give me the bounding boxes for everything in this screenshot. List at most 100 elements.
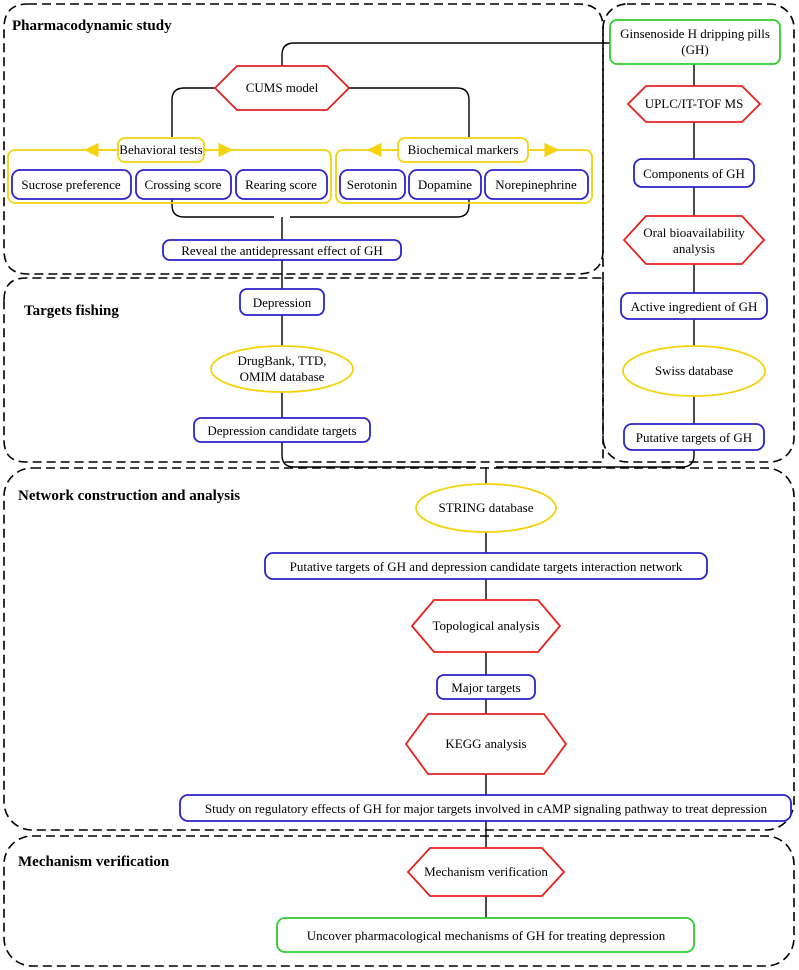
section-title-targets-fishing: Targets fishing — [24, 303, 119, 319]
label-line: STRING database — [439, 500, 534, 515]
serotonin-node — [339, 169, 406, 200]
kegg-analysis-node — [404, 713, 568, 775]
candidates-label: Depression candidate targets — [207, 423, 356, 438]
drugbank-label: DrugBank, TTD,OMIM database — [238, 353, 327, 384]
rearing-label: Rearing score — [245, 177, 317, 192]
norepinephrine-label: Norepinephrine — [495, 177, 577, 192]
network-label: Putative targets of GH and depression ca… — [290, 559, 683, 574]
active-ingredient-node — [620, 292, 768, 320]
label-line: (GH) — [681, 42, 708, 57]
sucrose-label: Sucrose preference — [21, 177, 120, 192]
topological-analysis-node — [410, 599, 562, 653]
crossing-label: Crossing score — [145, 177, 222, 192]
behavioral-tests-node — [117, 137, 205, 163]
reveal-antidepressant-node — [162, 239, 402, 261]
label-line: Depression candidate targets — [207, 423, 356, 438]
biochemical-label: Biochemical markers — [408, 142, 519, 157]
kegg-label: KEGG analysis — [445, 736, 526, 751]
major-label: Major targets — [451, 680, 520, 695]
components-label: Components of GH — [643, 166, 745, 181]
mechanism-verification-node — [406, 847, 566, 897]
swiss-label: Swiss database — [655, 363, 734, 378]
interaction-network-node — [264, 552, 708, 580]
uncover-mechanisms-node — [276, 917, 695, 953]
node-shapes — [11, 19, 792, 953]
putative-targets-node — [623, 423, 765, 451]
label-line: Mechanism verification — [424, 864, 548, 879]
section-title-pharmacodynamic: Pharmacodynamic study — [12, 18, 172, 34]
components-of-gh-node — [633, 158, 755, 188]
active-label: Active ingredient of GH — [631, 299, 758, 314]
gh-label: Ginsenoside H dripping pills(GH) — [620, 26, 770, 57]
label-line: Serotonin — [347, 177, 398, 192]
topological-label: Topological analysis — [432, 618, 539, 633]
node-labels: Ginsenoside H dripping pills(GH) CUMS mo… — [21, 26, 770, 943]
oral-bioavailability-node — [622, 215, 766, 265]
label-line: Crossing score — [145, 177, 222, 192]
label-line: Reveal the antidepressant effect of GH — [181, 243, 383, 258]
cums-model-node — [213, 65, 351, 111]
norepinephrine-node — [484, 169, 589, 200]
label-line: Depression — [253, 295, 312, 310]
study-regulatory-node — [179, 794, 792, 822]
frame-pharmacodynamic — [3, 3, 604, 275]
label-line: Behavioral tests — [119, 142, 202, 157]
label-line: Norepinephrine — [495, 177, 577, 192]
drugbank-ttd-omim-node — [210, 345, 354, 393]
dopamine-node — [408, 169, 482, 200]
depression-candidates-node — [193, 417, 371, 443]
frame-network — [3, 467, 795, 831]
label-line: Putative targets of GH — [636, 430, 752, 445]
label-line: analysis — [673, 241, 715, 256]
section-title-network: Network construction and analysis — [18, 488, 240, 504]
label-line: Rearing score — [245, 177, 317, 192]
label-line: Study on regulatory effects of GH for ma… — [205, 801, 768, 816]
label-line: DrugBank, TTD, — [238, 353, 327, 368]
connectors — [171, 42, 695, 918]
string-database-node — [415, 483, 557, 533]
label-line: Topological analysis — [432, 618, 539, 633]
label-line: OMIM database — [240, 369, 325, 384]
uplc-label: UPLC/IT-TOF MS — [645, 96, 744, 111]
uncover-label: Uncover pharmacological mechanisms of GH… — [307, 928, 666, 943]
label-line: Uncover pharmacological mechanisms of GH… — [307, 928, 666, 943]
behavioral-label: Behavioral tests — [119, 142, 202, 157]
label-line: Ginsenoside H dripping pills — [620, 26, 770, 41]
label-line: CUMS model — [246, 80, 319, 95]
label-line: Biochemical markers — [408, 142, 519, 157]
serotonin-label: Serotonin — [347, 177, 398, 192]
frame-mechanism — [3, 835, 795, 967]
crossing-score-node — [135, 169, 232, 200]
gh-dripping-pills-node — [609, 19, 781, 65]
study-label: Study on regulatory effects of GH for ma… — [205, 801, 768, 816]
label-line: UPLC/IT-TOF MS — [645, 96, 744, 111]
label-line: Oral bioavailability — [643, 225, 745, 240]
label-line: KEGG analysis — [445, 736, 526, 751]
section-title-mechanism: Mechanism verification — [18, 854, 170, 870]
label-line: Swiss database — [655, 363, 734, 378]
cums-label: CUMS model — [246, 80, 319, 95]
string-label: STRING database — [439, 500, 534, 515]
frame-gh-column — [602, 3, 795, 463]
label-line: Dopamine — [418, 177, 472, 192]
rearing-score-node — [235, 169, 328, 200]
biochemical-markers-node — [397, 137, 529, 163]
label-line: Components of GH — [643, 166, 745, 181]
depression-node — [239, 288, 325, 316]
reveal-label: Reveal the antidepressant effect of GH — [181, 243, 383, 258]
sucrose-preference-node — [11, 169, 132, 200]
label-line: Major targets — [451, 680, 520, 695]
major-targets-node — [436, 674, 536, 700]
mech-verif-label: Mechanism verification — [424, 864, 548, 879]
dopamine-label: Dopamine — [418, 177, 472, 192]
depression-label: Depression — [253, 295, 312, 310]
section-frames — [3, 3, 795, 967]
uplc-node — [626, 85, 762, 123]
label-line: Active ingredient of GH — [631, 299, 758, 314]
label-line: Putative targets of GH and depression ca… — [290, 559, 683, 574]
putative-label: Putative targets of GH — [636, 430, 752, 445]
swiss-database-node — [622, 345, 766, 397]
label-line: Sucrose preference — [21, 177, 120, 192]
